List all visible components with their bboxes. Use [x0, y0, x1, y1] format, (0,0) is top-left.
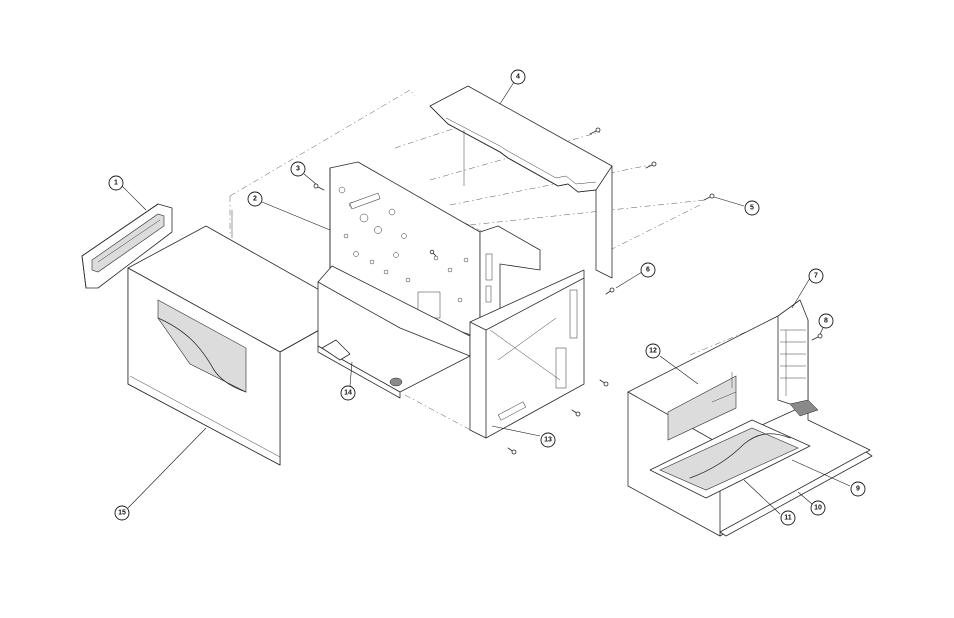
screw-3	[314, 184, 324, 190]
callout-2-label: 2	[253, 196, 257, 203]
callout-10-label: 10	[814, 505, 822, 512]
callout-5: 5	[745, 201, 759, 215]
callout-12: 12	[646, 344, 660, 358]
callout-6: 6	[641, 263, 655, 277]
callout-15-label: 15	[118, 510, 126, 517]
callout-14-label: 14	[344, 390, 352, 397]
right-door-assembly	[628, 300, 872, 536]
callout-3: 3	[291, 162, 305, 176]
screw-4a	[590, 128, 600, 134]
callout-10: 10	[811, 501, 825, 515]
callout-6-label: 6	[646, 267, 650, 274]
screw-13b	[572, 410, 580, 416]
callout-13: 13	[541, 433, 555, 447]
screw-13c	[508, 448, 516, 454]
callout-11-label: 11	[784, 515, 792, 522]
callout-14: 14	[341, 386, 355, 400]
callout-9-label: 9	[856, 486, 860, 493]
callout-11: 11	[781, 511, 795, 525]
screw-4b	[646, 162, 656, 168]
callout-7-label: 7	[814, 273, 818, 280]
callout-7: 7	[809, 269, 823, 283]
callout-12-label: 12	[649, 348, 657, 355]
callout-8-label: 8	[824, 318, 828, 325]
callout-3-label: 3	[296, 166, 300, 173]
callout-1: 1	[109, 176, 123, 190]
screw-13a	[600, 380, 608, 386]
callout-15: 15	[115, 506, 129, 520]
callout-9: 9	[851, 482, 865, 496]
screw-5	[704, 194, 714, 200]
callout-4-label: 4	[516, 74, 520, 81]
callout-8: 8	[819, 314, 833, 328]
callout-1-label: 1	[114, 180, 118, 187]
callout-2: 2	[248, 192, 262, 206]
callout-5-label: 5	[750, 205, 754, 212]
screw-6	[606, 288, 614, 294]
screw-8	[812, 334, 822, 340]
callout-4: 4	[511, 70, 525, 84]
callout-13-label: 13	[544, 437, 552, 444]
